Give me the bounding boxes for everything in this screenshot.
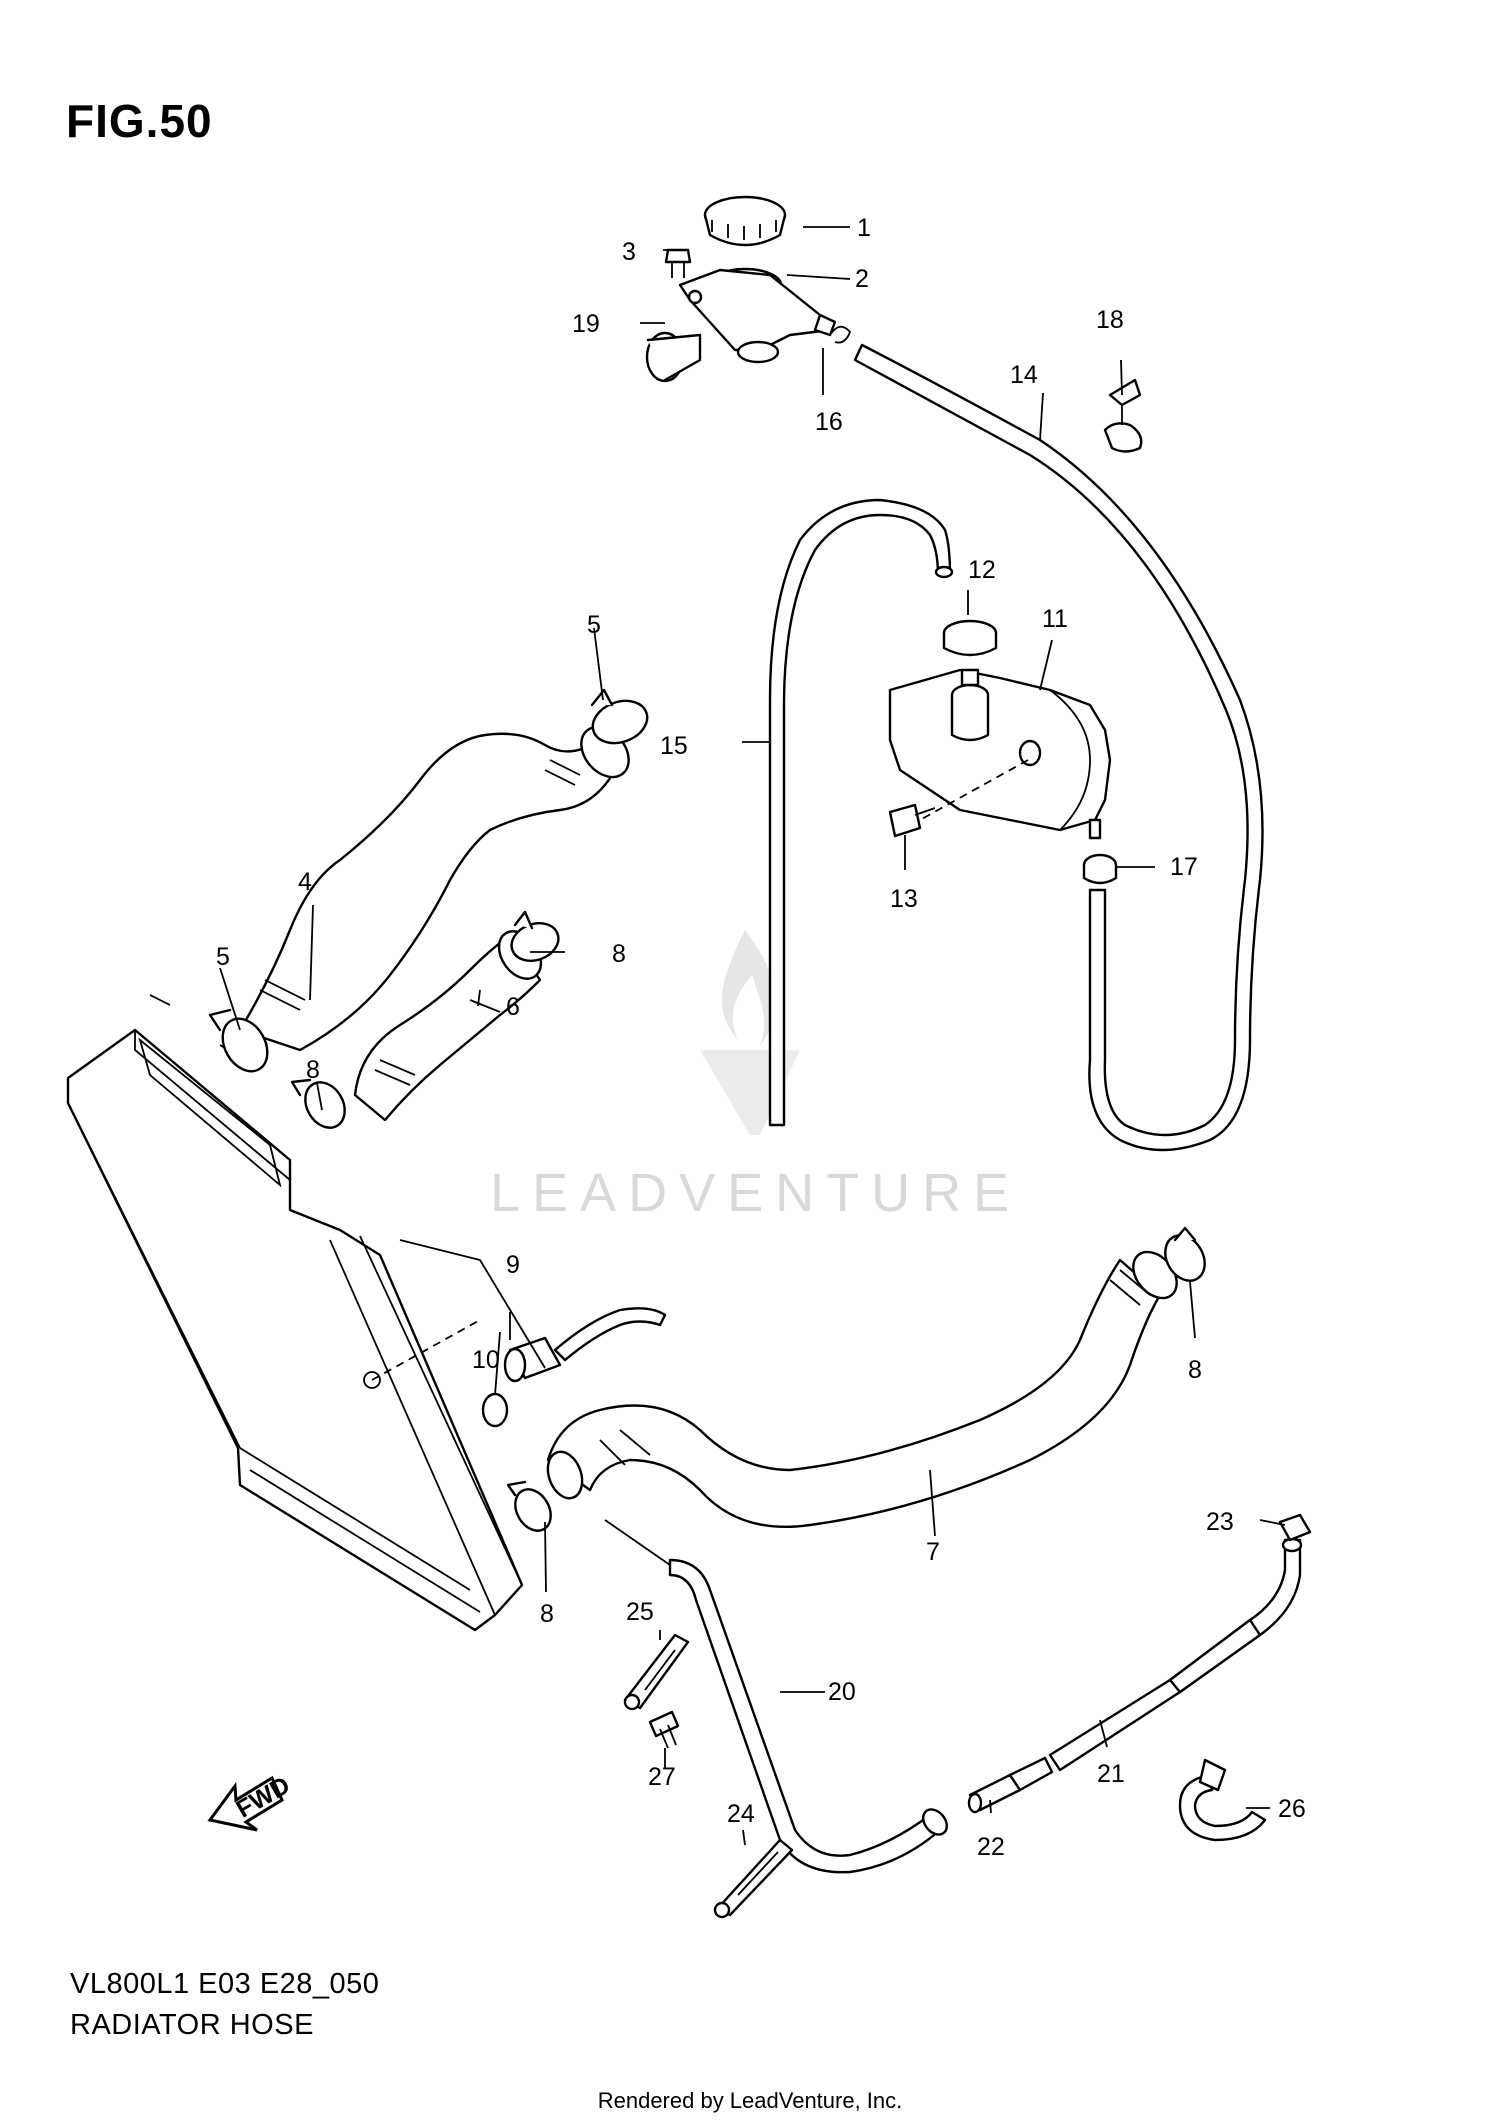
hose-15-end: [934, 565, 954, 579]
callout-12: 12: [968, 556, 996, 584]
clamp-19: [645, 331, 702, 383]
callout-26: 26: [1278, 1795, 1306, 1823]
callout-5b: 5: [216, 943, 230, 971]
callout-27: 27: [648, 1763, 676, 1791]
callout-10: 10: [472, 1346, 500, 1374]
callout-11: 11: [1042, 605, 1068, 633]
leader-lines: [219, 226, 1286, 1846]
hose-20: [668, 1558, 949, 1874]
clamp-8-hose7-lower: [506, 1480, 552, 1532]
callout-20: 20: [828, 1678, 856, 1706]
callout-15: 15: [660, 732, 688, 760]
fan-switch-leader: [399, 1239, 546, 1369]
clamp-8-hose6-lower: [290, 1078, 346, 1129]
callout-17: 17: [1170, 853, 1198, 881]
clamp-23: [1278, 1513, 1312, 1542]
callout-8b: 8: [306, 1056, 320, 1084]
callout-8a: 8: [612, 940, 626, 968]
callout-4: 4: [298, 868, 312, 896]
holder-24: [713, 1838, 794, 1919]
callout-21: 21: [1097, 1760, 1125, 1788]
clip-16: [829, 325, 852, 344]
hose-14: [853, 343, 1264, 1152]
hose-20-lead: [604, 1519, 671, 1566]
clamp-26: [1178, 1758, 1267, 1842]
callout-8c: 8: [1188, 1356, 1202, 1384]
rendered-by-credit: Rendered by LeadVenture, Inc.: [597, 2088, 903, 2113]
callout-7: 7: [926, 1538, 940, 1566]
callout-1: 1: [857, 214, 871, 242]
radiator-cap: [703, 195, 787, 247]
hose-21: [1048, 1537, 1303, 1772]
model-code: VL800L1 E03 E28_050: [70, 1968, 380, 2000]
callout-8d: 8: [540, 1600, 554, 1628]
holder-25: [623, 1633, 690, 1711]
clamp-8-hose7-upper: [1164, 1226, 1206, 1282]
bolt-27: [648, 1710, 680, 1749]
clamp-5-lower: [208, 1008, 269, 1073]
figure-title: FIG.50: [66, 95, 213, 147]
callout-18: 18: [1096, 306, 1124, 334]
fwd-label: FWD: [232, 1771, 295, 1824]
radiator: [66, 994, 524, 1632]
filler-bolt: [664, 248, 692, 278]
callout-9: 9: [506, 1251, 520, 1279]
callout-6: 6: [506, 993, 520, 1021]
hose-4: [238, 725, 630, 1052]
callout-14: 14: [1010, 361, 1038, 389]
fitting-22: [967, 1756, 1054, 1814]
callout-2: 2: [855, 265, 869, 293]
callout-3: 3: [622, 238, 636, 266]
callout-19: 19: [572, 310, 600, 338]
callout-24: 24: [727, 1800, 755, 1828]
callout-25: 25: [626, 1598, 654, 1626]
hose-7: [546, 1250, 1178, 1529]
callout-13: 13: [890, 885, 918, 913]
callout-16: 16: [815, 408, 843, 436]
callout-5a: 5: [587, 611, 601, 639]
callout-23: 23: [1206, 1508, 1234, 1536]
tank-bolt-13: [888, 803, 936, 838]
clamp-18: [1103, 378, 1143, 453]
section-name: RADIATOR HOSE: [70, 2009, 314, 2041]
watermark-text: LEADVENTURE: [490, 1163, 1022, 1223]
callout-22: 22: [977, 1833, 1005, 1861]
filler-neck: [678, 267, 837, 364]
fwd-arrow-icon: FWD: [207, 1771, 295, 1832]
clamp-17: [1082, 853, 1118, 885]
callout-labels: 1 2 3 4 5 5 6 7 8 8 8 8 9 10 11 12 13 14…: [216, 214, 1306, 1861]
gasket-10: [481, 1392, 509, 1428]
tank-cap-12: [942, 619, 998, 657]
fan-switch: [503, 1307, 667, 1383]
reservoir-tank: [888, 668, 1112, 840]
clamp-5-upper: [590, 688, 649, 745]
